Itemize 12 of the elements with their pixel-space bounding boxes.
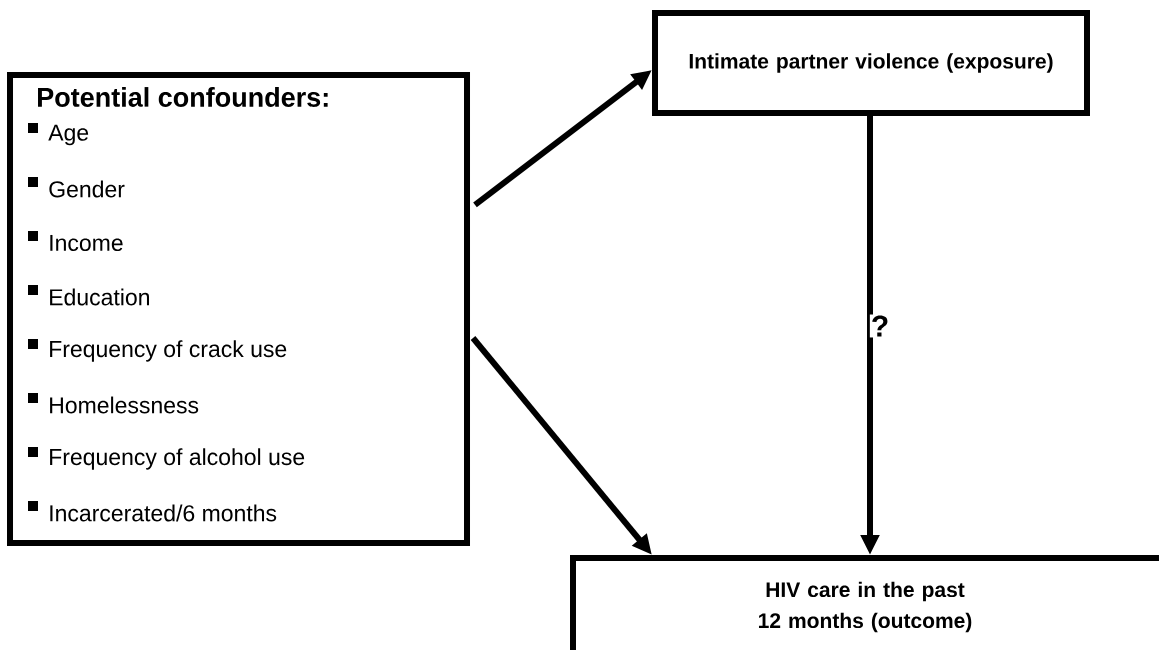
- list-item: Incarcerated/6 months: [28, 501, 277, 522]
- heading: Potential confounders:: [38, 87, 328, 107]
- text-box: HIV care in the past 12 months (outcome): [570, 555, 1159, 650]
- text-box: Intimate partner violence (exposure): [652, 10, 1090, 116]
- list-item: Gender: [28, 177, 125, 198]
- list-item: Income: [28, 231, 123, 251]
- list-item: Frequency of crack use: [28, 339, 287, 362]
- list-item: Frequency of alcohol use: [28, 447, 305, 470]
- confounders-box: [7, 72, 470, 546]
- list-item: Education: [28, 285, 149, 306]
- list-item: Age: [28, 123, 89, 146]
- list-item: Homelessness: [28, 393, 199, 414]
